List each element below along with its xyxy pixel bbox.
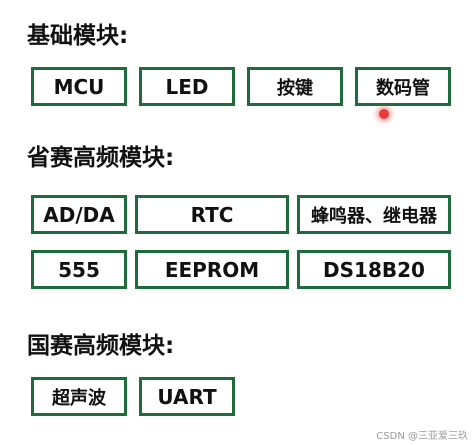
- module-button-rtc[interactable]: RTC: [135, 195, 289, 234]
- csdn-watermark: CSDN @三亚爱三玖: [376, 431, 468, 442]
- provincial-modules-heading: 省赛高频模块:: [27, 145, 175, 171]
- module-button-ultrasonic[interactable]: 超声波: [31, 377, 127, 416]
- module-button-led[interactable]: LED: [139, 67, 235, 106]
- module-button-ds18b20[interactable]: DS18B20: [297, 250, 451, 289]
- module-button-buzzer-relay[interactable]: 蜂鸣器、继电器: [297, 195, 451, 234]
- module-button-ad-da[interactable]: AD/DA: [31, 195, 127, 234]
- basic-modules-heading: 基础模块:: [27, 23, 129, 49]
- national-modules-heading: 国赛高频模块:: [27, 333, 175, 359]
- module-button-uart[interactable]: UART: [139, 377, 235, 416]
- module-button-digital-tube[interactable]: 数码管: [355, 67, 451, 106]
- module-button-keys[interactable]: 按键: [247, 67, 343, 106]
- mouse-cursor-indicator: [379, 109, 389, 119]
- module-button-mcu[interactable]: MCU: [31, 67, 127, 106]
- module-button-eeprom[interactable]: EEPROM: [135, 250, 289, 289]
- module-button-555[interactable]: 555: [31, 250, 127, 289]
